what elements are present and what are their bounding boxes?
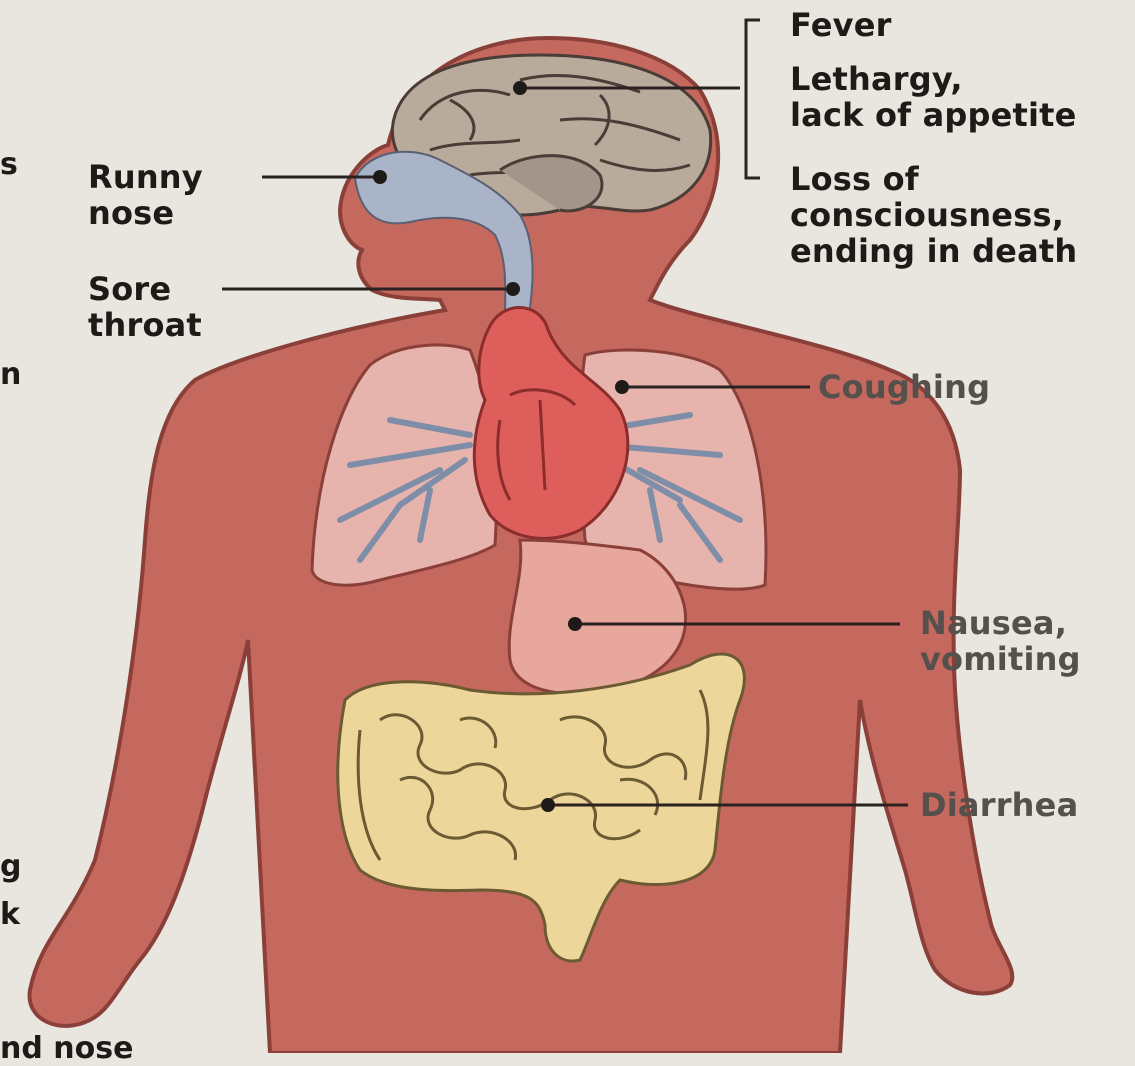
coughing-text: Coughing xyxy=(818,370,990,406)
diarrhea-text: Diarrhea xyxy=(920,788,1078,824)
label-nausea: Nausea, vomiting xyxy=(920,606,1081,678)
label-sore-throat: Sore throat xyxy=(88,272,202,344)
bracket xyxy=(746,20,760,178)
edge-fragment-bottom: nd nose xyxy=(0,1034,133,1064)
lethargy-line-2: lack of appetite xyxy=(790,98,1077,134)
dot-runny-nose xyxy=(373,170,387,184)
dot-brain xyxy=(513,81,527,95)
label-fever: Fever xyxy=(790,8,892,44)
edge-fragment-g: g xyxy=(0,852,21,882)
dot-nausea xyxy=(568,617,582,631)
runny-line-2: nose xyxy=(88,196,203,232)
fever-text: Fever xyxy=(790,8,892,44)
runny-line-1: Runny xyxy=(88,160,203,196)
edge-fragment-k: k xyxy=(0,900,20,930)
loss-line-1: Loss of xyxy=(790,162,1077,198)
label-runny-nose: Runny nose xyxy=(88,160,203,232)
lethargy-line-1: Lethargy, xyxy=(790,62,1077,98)
label-diarrhea: Diarrhea xyxy=(920,788,1078,824)
label-coughing: Coughing xyxy=(818,370,990,406)
nausea-line-2: vomiting xyxy=(920,642,1081,678)
edge-fragment-n: n xyxy=(0,360,21,390)
edge-fragment-s: s xyxy=(0,150,18,180)
loss-line-2: consciousness, xyxy=(790,198,1077,234)
sore-line-2: throat xyxy=(88,308,202,344)
label-loss-of-consciousness: Loss of consciousness, ending in death xyxy=(790,162,1077,269)
label-lethargy: Lethargy, lack of appetite xyxy=(790,62,1077,134)
stomach xyxy=(509,540,685,694)
dot-coughing xyxy=(615,380,629,394)
sore-line-1: Sore xyxy=(88,272,202,308)
dot-sore-throat xyxy=(506,282,520,296)
loss-line-3: ending in death xyxy=(790,234,1077,270)
dot-diarrhea xyxy=(541,798,555,812)
nausea-line-1: Nausea, xyxy=(920,606,1081,642)
